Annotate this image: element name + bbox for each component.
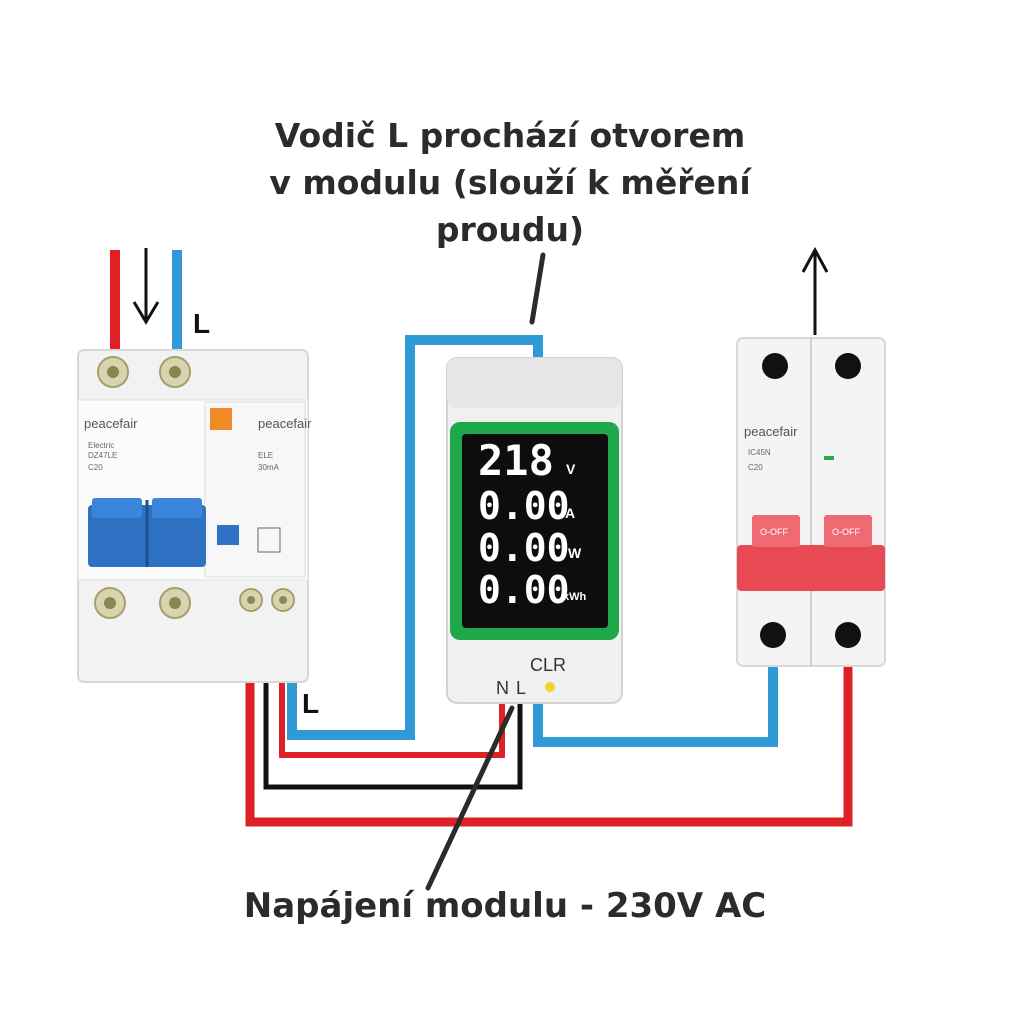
rcd-model-line-2: C20 [88,463,103,472]
meter-supply-wire-1 [263,640,523,790]
display-screen [462,434,608,628]
phase-wire-to-mcb [245,605,853,827]
display-voltage-unit: V [566,461,576,477]
up-arrow-icon [801,246,829,335]
top-pointer-line [529,252,546,325]
rcd-symbol-box [257,527,281,553]
top-annotation-line-2: proudu) [435,210,585,249]
mcb-indicator [824,456,834,460]
display-power-value: 0.00 [478,526,570,570]
rcd-bottom-terminals [94,587,295,619]
neutral-wire-through-meter [287,335,543,740]
mcb-brand-text: peacefair [744,424,798,439]
energy-meter-module: 218 V 0.00 A 0.00 W 0.00 kWh CLR N L [446,357,623,704]
rcd-test-button[interactable] [217,525,239,545]
top-annotation-line-0: Vodič L prochází otvorem [274,116,746,155]
bottom-pointer-line [425,705,515,891]
display-energy-value: 0.00 [478,568,570,612]
mcb-switch-handles[interactable]: O-OFF O-OFF [737,515,885,591]
rcd-switch-handles[interactable] [88,498,206,567]
rcd-breaker: peacefair peacefair Electric DZ47LE C20 … [77,349,312,683]
clr-button[interactable] [545,682,555,692]
clr-label: CLR [530,655,566,675]
mcb-model-line-0: IC45N [748,448,771,457]
terminal-l-label: L [516,678,526,698]
mcb-switch-label-1: O-OFF [832,527,860,537]
mcb-breaker: peacefair IC45N C20 O-OFF O-OFF [736,337,886,667]
display-power-unit: W [568,545,582,561]
mcb-bottom-terminals [760,622,861,648]
down-arrow-icon [132,248,160,325]
rcd-brand-text-2: peacefair [258,416,312,431]
display-current-unit: A [565,505,575,521]
display-current-value: 0.00 [478,484,570,528]
rcd-top-terminals [97,356,191,388]
pointer-lines [425,252,546,891]
rcd-input-l-label: L [193,308,211,339]
mcb-model-line-1: C20 [748,463,763,472]
top-annotation: Vodič L prochází otvorem v modulu (slouž… [250,112,770,253]
rcd-model-line-3: ELE [258,451,273,460]
terminal-n-label: N [496,678,509,698]
flow-arrows [132,246,829,335]
rcd-brand-logo [210,408,232,430]
display-energy-unit: kWh [563,591,587,603]
rcd-model-line-1: DZ47LE [88,451,117,460]
mcb-top-terminals [762,353,861,379]
rcd-model-line-4: 30mA [258,463,280,472]
top-annotation-line-1: v modulu (slouží k měření [269,163,751,202]
bottom-annotation: Napájení modulu - 230V AC [243,886,767,926]
rcd-model-line-0: Electric [88,441,114,450]
mcb-switch-label-0: O-OFF [760,527,788,537]
rcd-brand-text: peacefair [84,416,138,431]
neutral-wire-to-mcb [533,635,778,747]
rcd-output-l-label: L [302,688,320,719]
display-voltage-value: 218 [478,436,554,485]
